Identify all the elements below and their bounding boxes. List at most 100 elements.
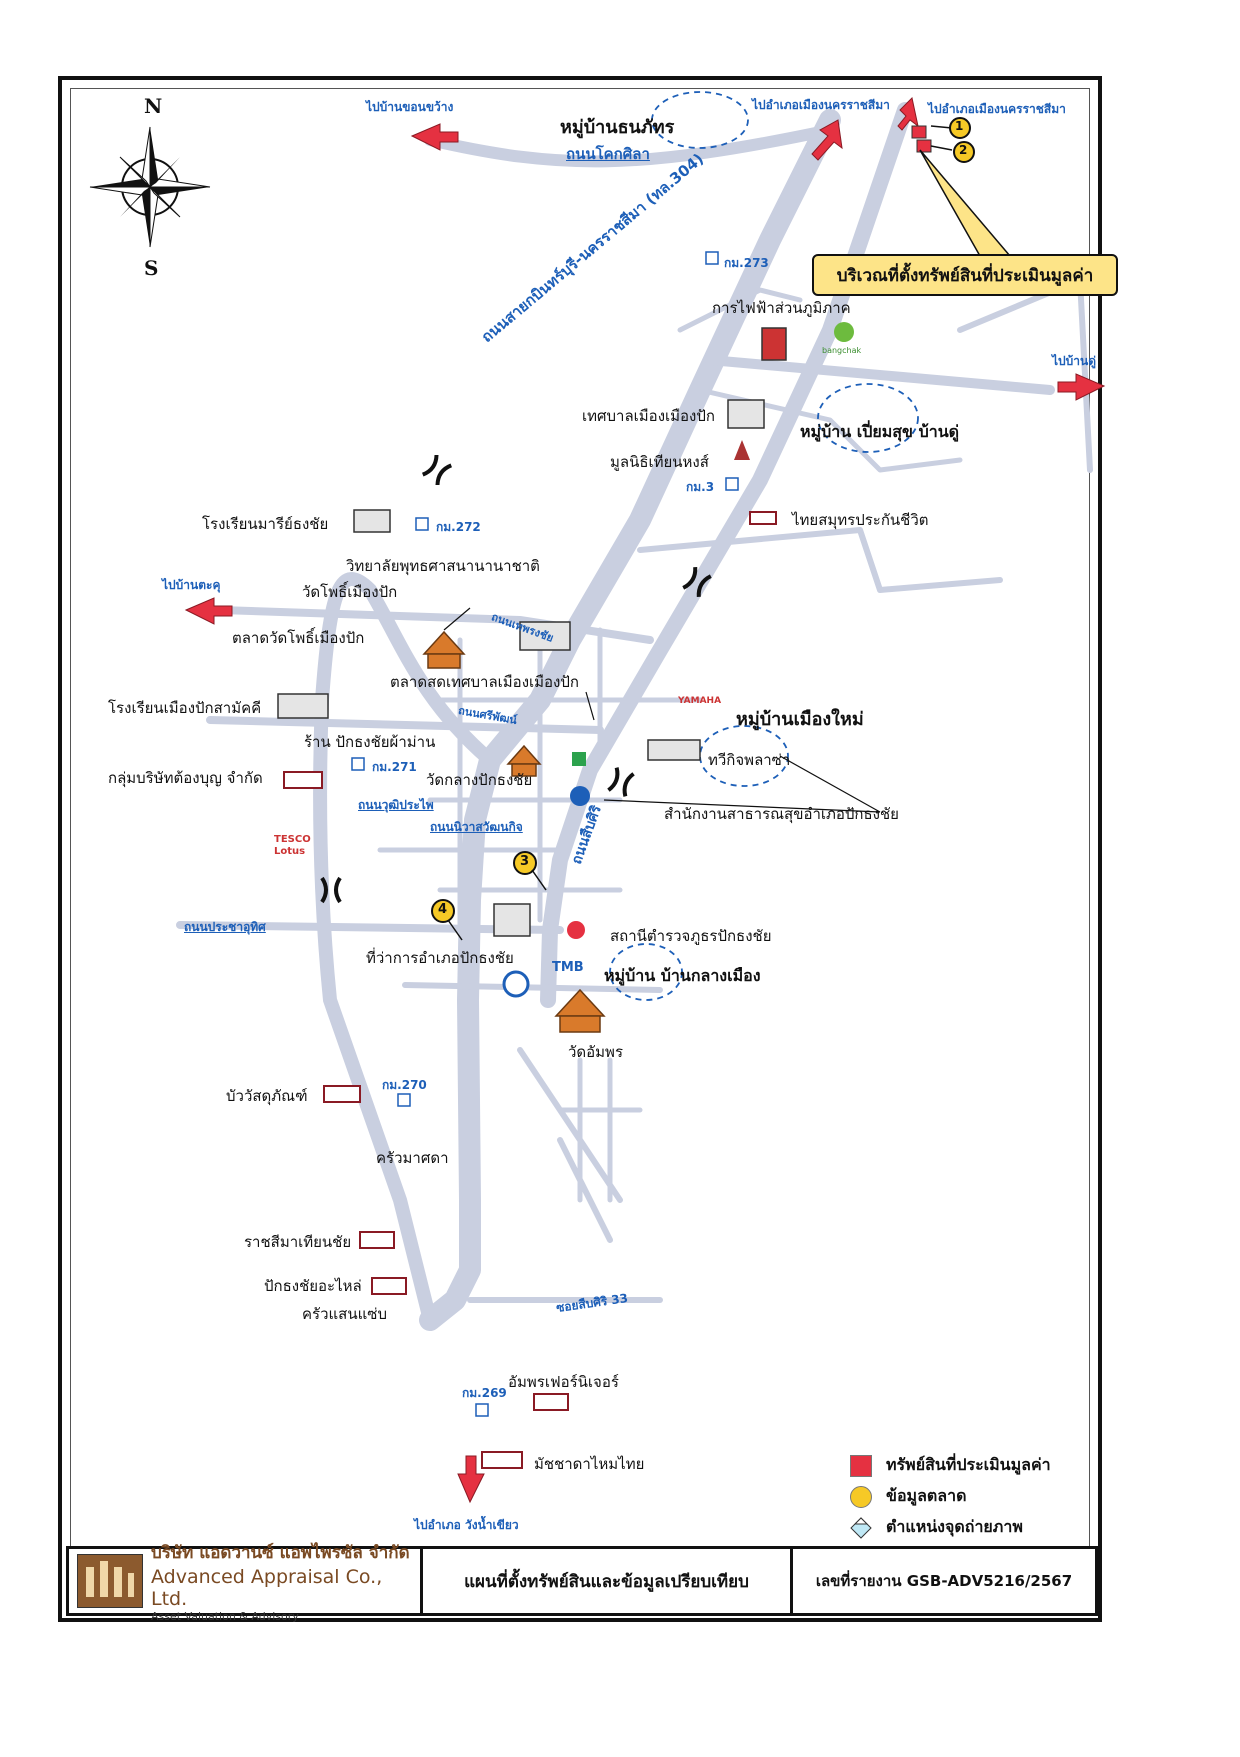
arrow-korat-1 [811, 119, 843, 161]
highway-304 [419, 109, 841, 1331]
property-marker-2 [916, 139, 932, 153]
km270-marker-icon [397, 1093, 411, 1107]
police-label: สถานีตำรวจภูธรปักธงชัย [610, 927, 772, 945]
village-pianmsuk-outline [817, 383, 919, 453]
village-pianmsuk-label: หมู่บ้าน เปี่ยมสุข บ้านดู่ [800, 422, 960, 441]
company-logo-icon [77, 1554, 143, 1608]
village-muang-mai-label: หมู่บ้านเมืองใหม่ [736, 709, 864, 730]
road-east [637, 527, 1003, 593]
photo-point-icon [850, 1516, 872, 1539]
red-square-icon [850, 1454, 872, 1477]
road-village-2 [697, 387, 963, 473]
khok-sila-road [424, 124, 836, 168]
arrow-ban-takhu [184, 597, 233, 625]
pakthongchai-parts-label: ปักธงชัยอะไหล่ [264, 1277, 362, 1295]
shop-amphon-furniture-icon [533, 1393, 569, 1411]
bangchak-label: bangchak [822, 346, 862, 355]
health-office-label: สำนักงานสาธารณสุขอำเภอปักธงชัย [664, 805, 899, 823]
school-mary-label: โรงเรียนมารีย์ธงชัย [202, 515, 329, 533]
km273-marker-icon [705, 251, 719, 265]
property-location-callout: บริเวณที่ตั้งทรัพย์สินที่ประเมินมูลค่า [812, 254, 1118, 296]
road-village-1 [677, 287, 803, 333]
report-footer: บริษัท แอดวานซ์ แอพไพรซัล จำกัด Advanced… [66, 1543, 1098, 1623]
village-klang-muang-outline [609, 943, 683, 1001]
marker-3-label: 3 [520, 854, 530, 869]
km271-label: กม.271 [372, 760, 417, 774]
company-name-en: Advanced Appraisal Co., Ltd. [151, 1566, 383, 1610]
highway-304-north [540, 102, 913, 1008]
market-marker-1 [949, 117, 971, 139]
taweekit-label: ทวีกิจพลาซ่า [708, 751, 791, 769]
km271-marker-icon [351, 757, 365, 771]
to-korat-label-2: ไปอำเภอเมืองนครราชสีมา [928, 102, 1066, 116]
prachautit-road-label: ถนนประชาอุทิศ [184, 920, 266, 934]
bangchak-icon [834, 322, 854, 342]
health-office-icon [570, 786, 590, 806]
ratchasima-label: ราชสีมาเทียนชัย [244, 1233, 352, 1251]
wat-klang-label: วัดกลางปักธงชัย [426, 771, 533, 789]
report-number: เลขที่รายงาน GSB-ADV5216/2567 [815, 1572, 1073, 1590]
road-to-ban-du [705, 355, 1055, 395]
to-ban-takhu-label: ไปบ้านตะคุ [162, 578, 221, 592]
km272-marker-icon [415, 517, 429, 531]
thetsaban-muang-pak-label: เทศบาลเมืองเมืองปัก [582, 407, 715, 425]
thai-samut-label: ไทยสมุทรประกันชีวิต [792, 511, 929, 529]
company-cell: บริษัท แอดวานซ์ แอพไพรซัล จำกัด Advanced… [69, 1543, 423, 1623]
tesco-lotus-label: TESCO Lotus [274, 834, 311, 857]
company-tagline: Asset Valuation & Advisory [151, 1610, 299, 1623]
yamaha-label: YAMAHA [678, 696, 722, 706]
bridge-2 [682, 566, 712, 598]
arrow-wang-nam-khiao [457, 1455, 485, 1504]
mulaniti-label: มูลนิธิเทียนหงส์ [610, 453, 709, 471]
compass-north: N [144, 94, 163, 118]
college-buddhist-label: วิทยาลัยพุทธศาสนานานาชาติ [346, 557, 540, 575]
khok-sila-road-label: ถนนโคกศิลา [566, 145, 650, 163]
tmb-label: TMB [552, 960, 584, 975]
map-title: แผนที่ตั้งทรัพย์สินและข้อมูลเปรียบเทียบ [423, 1549, 793, 1613]
market-marker-3 [513, 851, 537, 875]
matchada-label: มัชชาดาไหมไทย [534, 1455, 645, 1473]
niwat-road-label: ถนนนิวาสวัฒนกิจ [430, 820, 523, 834]
km269-label: กม.269 [462, 1386, 507, 1400]
bridge-4 [320, 876, 342, 904]
village-muang-mai-outline [699, 725, 789, 787]
legend-row-market: ข้อมูลตลาด [850, 1481, 1051, 1512]
km3-label: กม.3 [686, 480, 715, 494]
building-college-icon [519, 621, 571, 651]
krua-saensaep-label: ครัวแสนแซ่บ [302, 1305, 387, 1323]
road-northeast-1 [957, 277, 1093, 473]
shop-pakthongchai-parts-icon [371, 1277, 407, 1295]
building-school-mary-icon [353, 509, 391, 533]
village-klang-muang-label: หมู่บ้าน บ้านกลางเมือง [604, 966, 761, 985]
legend-row-property: ทรัพย์สินที่ประเมินมูลค่า [850, 1450, 1051, 1481]
bridge-3 [607, 767, 635, 797]
wutthiprasai-road-label: ถนนวุฒิประไพ [358, 798, 434, 812]
village-thanaphat-outline [651, 91, 749, 149]
shop-matchada-icon [481, 1451, 523, 1469]
property-marker-1 [911, 125, 927, 139]
shop-buawat-icon [323, 1085, 361, 1103]
wat-pho-label: วัดโพธิ์เมืองปัก [302, 583, 398, 601]
yellow-circle-icon [850, 1485, 872, 1508]
road-south-3 [557, 1137, 613, 1243]
police-icon [567, 921, 585, 939]
village-thanaphat-label: หมู่บ้านธนภัทร [560, 117, 675, 138]
km3-marker-icon [725, 477, 739, 491]
to-korat-label-1: ไปอำเภอเมืองนครราชสีมา [752, 98, 890, 112]
company-name-th: บริษัท แอดวานซ์ แอพไพรซัล จำกัด [151, 1543, 410, 1563]
map-legend: ทรัพย์สินที่ประเมินมูลค่า ข้อมูลตลาด ตำแ… [850, 1450, 1051, 1543]
marker-2-label: 2 [959, 143, 968, 157]
hospital-cross-icon [572, 752, 586, 766]
shrine-icon [734, 440, 750, 460]
market-thetsaban-label: ตลาดสดเทศบาลเมืองเมืองปัก [390, 673, 579, 691]
district-office-label: ที่ว่าการอำเภอปักธงชัย [366, 949, 514, 967]
bridge-1 [421, 454, 453, 486]
shop-thai-samut-icon [749, 511, 777, 525]
marker-4-label: 4 [438, 902, 448, 917]
legend-label-photo: ตำแหน่งจุดถ่ายภาพ [886, 1517, 1023, 1536]
legend-label-market: ข้อมูลตลาด [886, 1486, 967, 1505]
km273-label: กม.273 [724, 256, 769, 270]
km269-marker-icon [475, 1403, 489, 1417]
to-ban-khon-sawang-label: ไปบ้านขอนขว้าง [366, 100, 454, 114]
